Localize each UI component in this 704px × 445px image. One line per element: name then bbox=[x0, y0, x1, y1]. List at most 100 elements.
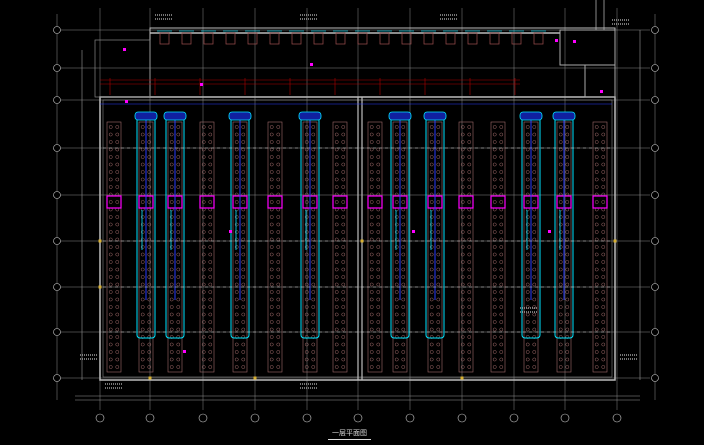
rack-cell bbox=[334, 177, 339, 182]
rack-cell bbox=[499, 350, 504, 354]
rack-cell bbox=[467, 237, 472, 242]
rack-cell bbox=[394, 237, 399, 242]
rack-cell bbox=[376, 162, 381, 167]
rack-cell bbox=[460, 200, 465, 204]
rack-cell bbox=[492, 297, 497, 302]
rack-cell bbox=[115, 282, 120, 287]
rack-cell bbox=[276, 282, 281, 287]
rack-cell bbox=[108, 297, 113, 302]
rack-cell bbox=[532, 162, 537, 167]
rack-cell bbox=[269, 200, 274, 204]
rack-cell bbox=[594, 327, 599, 332]
rack-cell bbox=[492, 215, 497, 219]
rack-cell bbox=[467, 177, 472, 182]
rack-cell bbox=[467, 260, 472, 264]
rack-cell bbox=[369, 320, 374, 324]
rack-cell bbox=[436, 305, 441, 309]
rack-cell bbox=[401, 222, 406, 227]
rack-cell bbox=[492, 267, 497, 272]
rack-cell bbox=[401, 335, 406, 339]
rack-cell bbox=[492, 350, 497, 354]
rack-cell bbox=[394, 215, 399, 219]
rack-cell bbox=[369, 125, 374, 129]
rack-cell bbox=[140, 230, 145, 234]
rack-cell bbox=[532, 170, 537, 174]
rack-cell bbox=[208, 312, 213, 317]
rack-cell bbox=[369, 327, 374, 332]
rack-cell bbox=[601, 357, 606, 362]
rack-cell bbox=[108, 215, 113, 219]
rack-cell bbox=[241, 215, 246, 219]
rack-cell bbox=[532, 327, 537, 332]
rack-cell bbox=[558, 237, 563, 242]
rack-cell bbox=[594, 170, 599, 174]
rack-cell bbox=[241, 297, 246, 302]
rack-cell bbox=[429, 222, 434, 227]
rack-cell bbox=[341, 132, 346, 137]
rack-cell bbox=[601, 200, 606, 204]
rack-cell bbox=[169, 222, 174, 227]
rack-cell bbox=[499, 215, 504, 219]
rack-cell bbox=[394, 140, 399, 144]
rack-cell bbox=[176, 357, 181, 362]
rack-cell bbox=[376, 132, 381, 137]
rack-cell bbox=[269, 162, 274, 167]
rack-cell bbox=[115, 237, 120, 242]
rack-cell bbox=[234, 177, 239, 182]
rack-cell bbox=[601, 147, 606, 152]
rack-cell bbox=[525, 132, 530, 137]
rack-cell bbox=[594, 342, 599, 347]
pipe-header bbox=[423, 111, 447, 121]
rack-cell bbox=[304, 140, 309, 144]
rack-cell bbox=[565, 215, 570, 219]
rack-cell bbox=[201, 275, 206, 279]
rack-cell bbox=[108, 260, 113, 264]
rack-cell bbox=[401, 155, 406, 159]
rack-cell bbox=[304, 162, 309, 167]
rack-cell bbox=[492, 365, 497, 369]
rack-cell bbox=[376, 125, 381, 129]
rack-cell bbox=[241, 305, 246, 309]
pipe-header bbox=[228, 111, 252, 121]
rack-cell bbox=[492, 200, 497, 204]
rack-cell bbox=[532, 335, 537, 339]
rack-cell bbox=[169, 335, 174, 339]
grid-bubble bbox=[145, 413, 155, 423]
rack-cell bbox=[401, 170, 406, 174]
rack-cell bbox=[304, 357, 309, 362]
rack-cell bbox=[169, 282, 174, 287]
rack-cell bbox=[334, 260, 339, 264]
rack-cell bbox=[147, 230, 152, 234]
rack-cell bbox=[376, 327, 381, 332]
magenta-marker bbox=[367, 195, 383, 209]
rack-cell bbox=[201, 312, 206, 317]
magenta-point bbox=[555, 39, 558, 42]
rack-cell bbox=[311, 335, 316, 339]
rack-cell bbox=[241, 147, 246, 152]
rack-cell bbox=[594, 320, 599, 324]
rack-cell bbox=[376, 155, 381, 159]
rack-cell bbox=[140, 147, 145, 152]
rack-cell bbox=[436, 177, 441, 182]
rack-cell bbox=[436, 245, 441, 249]
rack-cell bbox=[341, 312, 346, 317]
rack-cell bbox=[601, 350, 606, 354]
rack-cell bbox=[369, 222, 374, 227]
rack-cell bbox=[176, 282, 181, 287]
rack-cell bbox=[565, 350, 570, 354]
rack-cell bbox=[276, 170, 281, 174]
rack-cell bbox=[492, 132, 497, 137]
magenta-point bbox=[183, 350, 186, 353]
rack-cell bbox=[108, 200, 113, 204]
rack-cell bbox=[394, 252, 399, 257]
rack-cell bbox=[401, 132, 406, 137]
rack-cell bbox=[565, 357, 570, 362]
rack-cell bbox=[460, 230, 465, 234]
rack-cell bbox=[492, 290, 497, 294]
rack-cell bbox=[558, 177, 563, 182]
rack-cell bbox=[436, 335, 441, 339]
rack-cell bbox=[369, 290, 374, 294]
rack-cell bbox=[467, 282, 472, 287]
rack-cell bbox=[169, 275, 174, 279]
rack-cell bbox=[341, 177, 346, 182]
